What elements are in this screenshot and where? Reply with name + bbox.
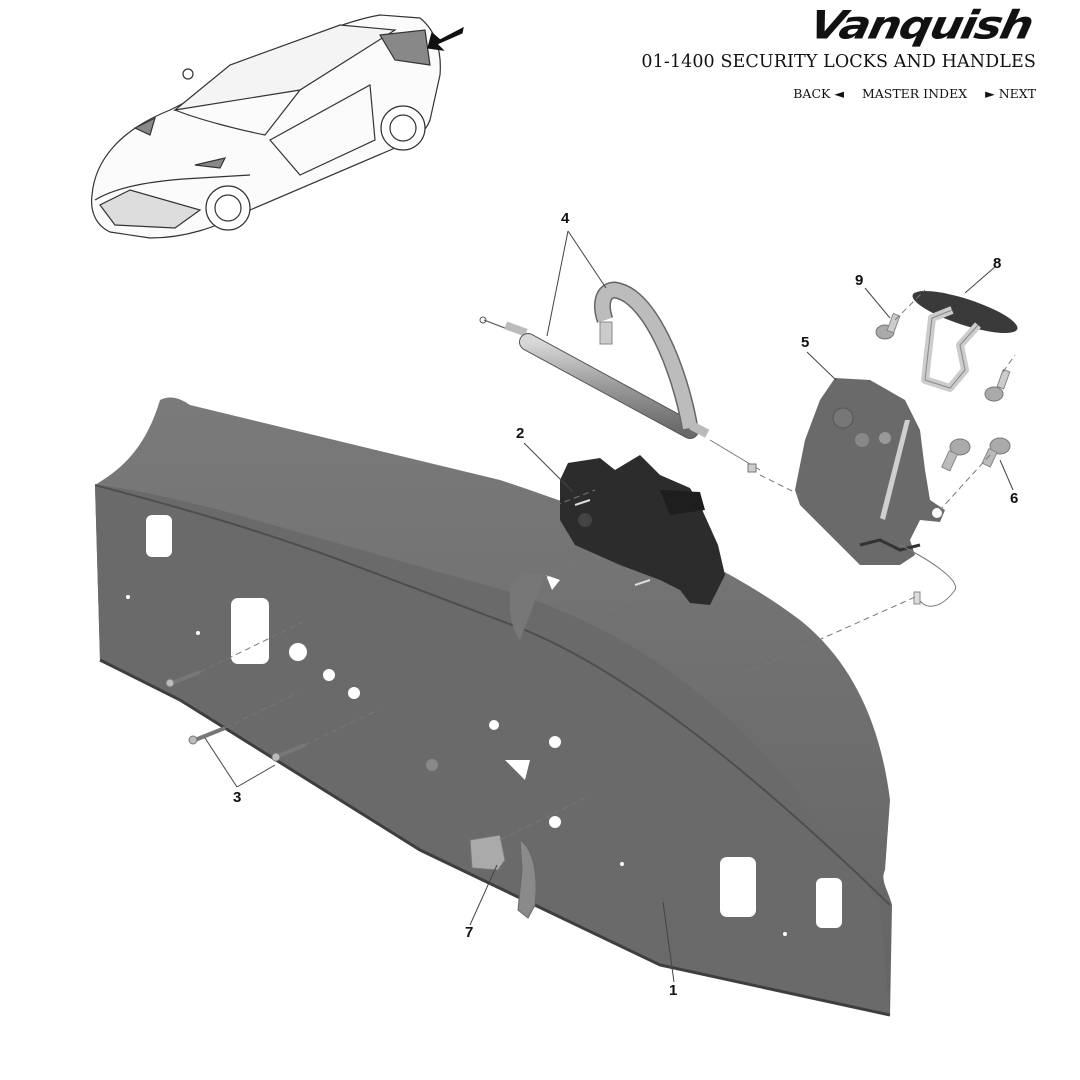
callout-4[interactable]: 4 (561, 210, 570, 227)
vehicle-thumbnail (90, 14, 464, 239)
callout-3[interactable]: 3 (233, 789, 242, 806)
assembly-lines (199, 289, 1016, 841)
callout-7[interactable]: 7 (465, 924, 474, 941)
callout-1[interactable]: 1 (669, 982, 678, 999)
lock-bolts (941, 437, 1011, 472)
page-title: 01-1400 SECURITY LOCKS AND HANDLES (641, 52, 1036, 72)
callout-9[interactable]: 9 (855, 272, 864, 289)
lock-actuator (560, 455, 725, 605)
master-index-link[interactable]: MASTER INDEX (861, 86, 968, 101)
striker (912, 290, 1018, 392)
leader-lines (204, 230, 1014, 983)
boot-lock (795, 378, 956, 607)
callout-8[interactable]: 8 (993, 255, 1002, 272)
release-cable (479, 281, 761, 473)
navigation-bar: BACK ◄ MASTER INDEX ► NEXT (793, 86, 1036, 101)
screws (165, 670, 306, 762)
emergency-release-handle (469, 834, 537, 919)
rear-trim-panel (94, 397, 892, 1017)
next-link[interactable]: ► NEXT (985, 86, 1036, 101)
back-link[interactable]: BACK ◄ (793, 86, 844, 101)
striker-bolts (875, 312, 1011, 402)
callout-2[interactable]: 2 (516, 425, 525, 442)
callout-6[interactable]: 6 (1010, 490, 1019, 507)
callout-5[interactable]: 5 (801, 334, 810, 351)
